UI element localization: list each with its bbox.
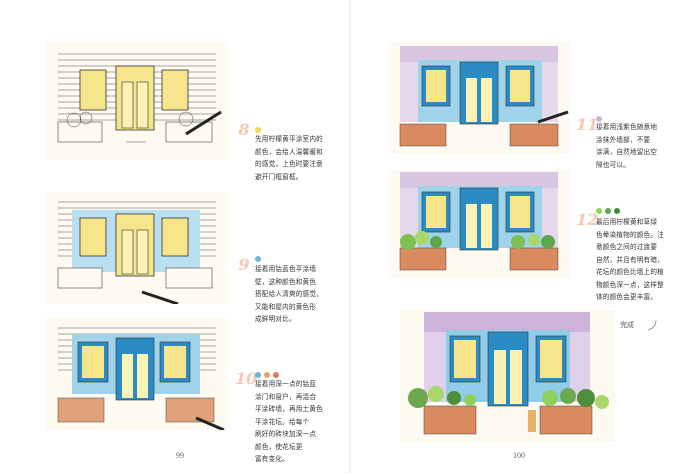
finished-arrow-icon bbox=[647, 319, 657, 331]
step-number-9: 9 bbox=[238, 255, 250, 274]
step-11-text: 接着用浅紫色随意地 涂抹外墙部，不要 涂满，自然地留出空 隙也可以。 bbox=[596, 123, 658, 169]
house-illustration-final bbox=[400, 310, 615, 442]
step-12-text: 最后用柠檬黄和草绿 色晕染植物的颜色。注 意颜色之间的过渡要 自然，并且有明有暗… bbox=[596, 218, 664, 301]
step-9-text: 接着用钴蓝色平涂墙 壁，这种颜色和黄色 搭配给人清爽的感觉， 又能和屋内的黄色形… bbox=[255, 265, 323, 323]
blue-color-dot bbox=[255, 372, 261, 378]
yellow-color-dot bbox=[255, 127, 261, 133]
step-10-color-dots bbox=[255, 372, 279, 378]
house-sketch-purple bbox=[388, 42, 570, 154]
house-sketch-blue-walls bbox=[46, 192, 228, 304]
step-10-text: 接着用深一点的钴蓝 涂门和窗户，再混合 平涂砖墙，再用土黄色 平涂花坛。给每个 … bbox=[255, 380, 323, 463]
orange-color-dot bbox=[264, 372, 270, 378]
step-8-color-dots bbox=[255, 127, 261, 133]
step-number-12: 12 bbox=[576, 210, 599, 229]
house-illustration-step-10 bbox=[46, 318, 228, 430]
house-painting-final bbox=[400, 310, 615, 442]
step-number-10: 10 bbox=[235, 369, 258, 388]
house-sketch-brick bbox=[46, 318, 228, 430]
house-illustration-step-8 bbox=[46, 42, 228, 160]
step-8-text: 先用柠檬黄平涂室内的 颜色，会给人温馨暖和 的感觉。上色时要注意 避开门框窗框。 bbox=[255, 135, 323, 181]
step-9-color-dots bbox=[255, 256, 261, 262]
blue-color-dot bbox=[255, 256, 261, 262]
house-illustration-step-12 bbox=[388, 170, 570, 278]
page-gutter bbox=[349, 0, 351, 473]
house-sketch-plants bbox=[388, 170, 570, 278]
step-11-color-dots bbox=[596, 116, 602, 122]
purple-color-dot bbox=[596, 116, 602, 122]
house-illustration-step-11 bbox=[388, 42, 570, 154]
right-page-number: 100 bbox=[513, 451, 525, 460]
house-sketch-yellow bbox=[46, 42, 228, 160]
finished-label: 完成 bbox=[620, 321, 634, 329]
house-illustration-step-9 bbox=[46, 192, 228, 304]
green-color-dot bbox=[605, 208, 611, 214]
step-12-color-dots bbox=[596, 208, 620, 214]
red-color-dot bbox=[273, 372, 279, 378]
step-number-11: 11 bbox=[576, 115, 599, 134]
left-page-number: 99 bbox=[176, 451, 184, 460]
light-green-color-dot bbox=[596, 208, 602, 214]
dark-green-color-dot bbox=[614, 208, 620, 214]
step-number-8: 8 bbox=[238, 120, 250, 139]
